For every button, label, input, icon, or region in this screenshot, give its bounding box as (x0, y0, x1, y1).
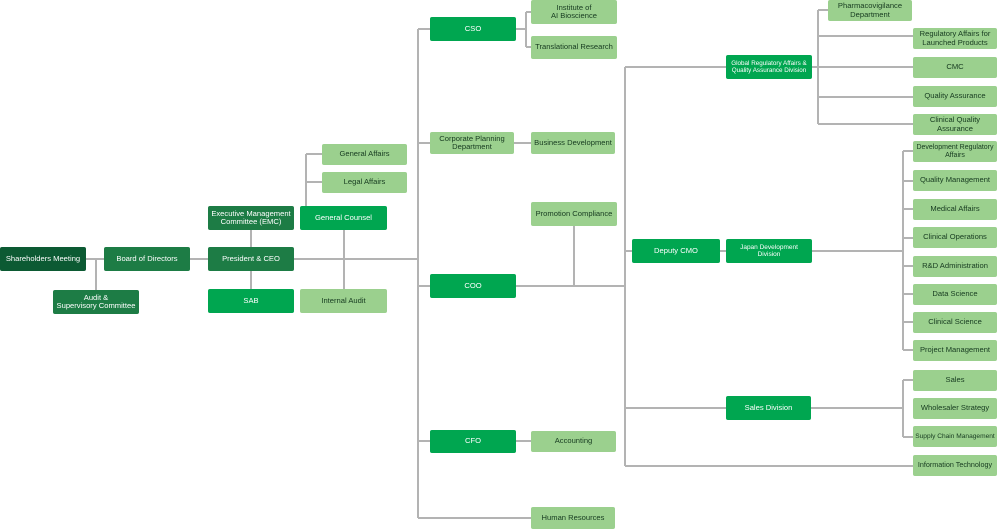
president-ceo-box: President & CEO (208, 247, 294, 271)
quality-assurance-box: Quality Assurance (913, 86, 997, 107)
sab-box: SAB (208, 289, 294, 313)
human-resources-box: Human Resources (531, 507, 615, 529)
supply-chain-box: Supply Chain Management (913, 426, 997, 447)
translational-research-box: Translational Research (531, 36, 617, 59)
quality-management-box: Quality Management (913, 170, 997, 191)
pharmacovigilance-box: Pharmacovigilance Department (828, 0, 912, 21)
promotion-compliance-box: Promotion Compliance (531, 202, 617, 226)
japan-development-box: Japan Development Division (726, 239, 812, 263)
development-regulatory-box: Development Regulatory Affairs (913, 141, 997, 162)
legal-affairs-box: Legal Affairs (322, 172, 407, 193)
shareholders-meeting-box: Shareholders Meeting (0, 247, 86, 271)
corporate-planning-box: Corporate Planning Department (430, 132, 514, 154)
coo-box: COO (430, 274, 516, 298)
audit-committee-box: Audit & Supervisory Committee (53, 290, 139, 314)
global-regulatory-box: Global Regulatory Affairs & Quality Assu… (726, 55, 812, 79)
ai-bioscience-box: Institute of AI Bioscience (531, 0, 617, 24)
wholesaler-strategy-box: Wholesaler Strategy (913, 398, 997, 419)
deputy-cmo-box: Deputy CMO (632, 239, 720, 263)
cfo-box: CFO (430, 430, 516, 453)
clinical-quality-assurance-box: Clinical Quality Assurance (913, 114, 997, 135)
accounting-box: Accounting (531, 431, 616, 452)
project-management-box: Project Management (913, 340, 997, 361)
clinical-operations-box: Clinical Operations (913, 227, 997, 248)
cmc-box: CMC (913, 57, 997, 78)
information-technology-box: Information Technology (913, 455, 997, 476)
rd-administration-box: R&D Administration (913, 256, 997, 277)
regulatory-launched-box: Regulatory Affairs for Launched Products (913, 28, 997, 49)
general-counsel-box: General Counsel (300, 206, 387, 230)
sales-division-box: Sales Division (726, 396, 811, 420)
internal-audit-box: Internal Audit (300, 289, 387, 313)
board-of-directors-box: Board of Directors (104, 247, 190, 271)
cso-box: CSO (430, 17, 516, 41)
emc-box: Executive Management Committee (EMC) (208, 206, 294, 230)
medical-affairs-box: Medical Affairs (913, 199, 997, 220)
sales-box: Sales (913, 370, 997, 391)
data-science-box: Data Science (913, 284, 997, 305)
clinical-science-box: Clinical Science (913, 312, 997, 333)
business-development-box: Business Development (531, 132, 615, 154)
general-affairs-box: General Affairs (322, 144, 407, 165)
